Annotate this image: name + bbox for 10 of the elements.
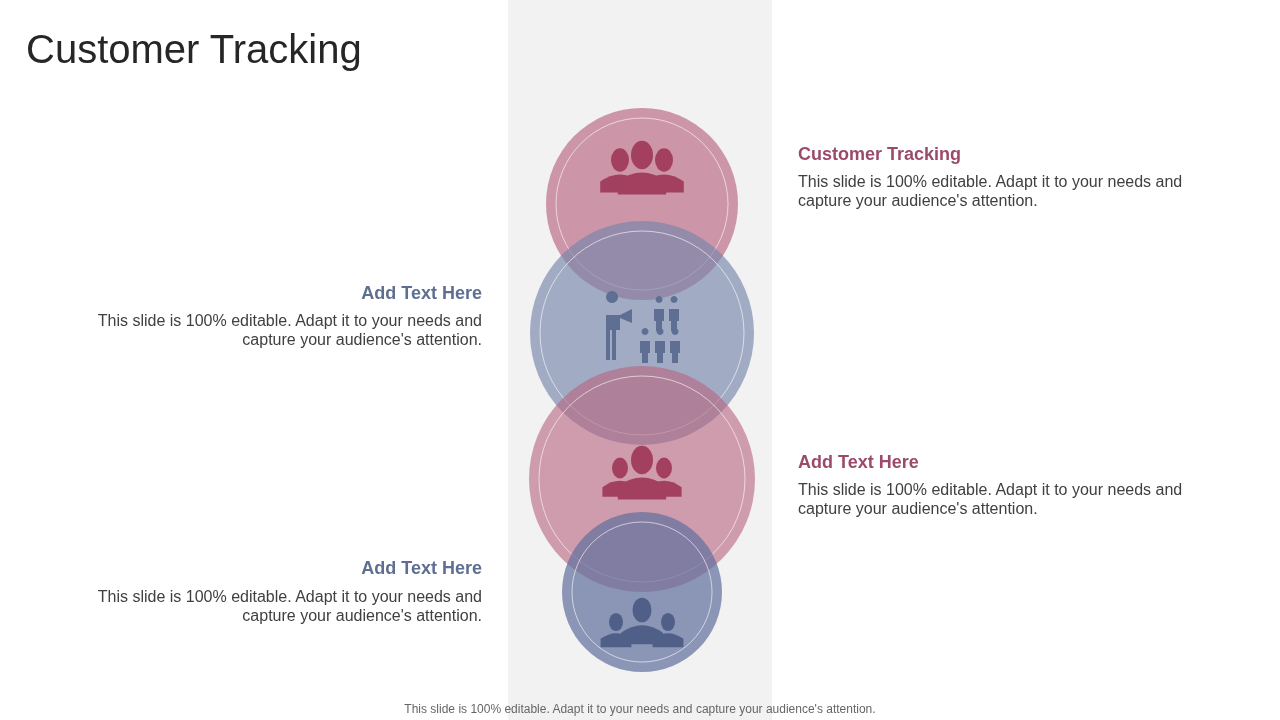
heading: Customer Tracking <box>798 144 962 165</box>
heading: Add Text Here <box>798 452 919 473</box>
heading: Add Text Here <box>361 283 482 304</box>
description: This slide is 100% editable. Adapt it to your needs and capture your audience's attention. <box>798 480 1184 518</box>
description: This slide is 100% editable. Adapt it to your needs and capture your audience's attention. <box>96 311 482 349</box>
slide-title: Customer Tracking <box>26 26 362 72</box>
description: This slide is 100% editable. Adapt it to your needs and capture your audience's attention. <box>798 172 1184 210</box>
footer-note: This slide is 100% editable. Adapt it to your needs and capture your audience's attention. <box>403 702 877 716</box>
heading: Add Text Here <box>361 558 482 579</box>
description: This slide is 100% editable. Adapt it to your needs and capture your audience's attention. <box>96 587 482 625</box>
